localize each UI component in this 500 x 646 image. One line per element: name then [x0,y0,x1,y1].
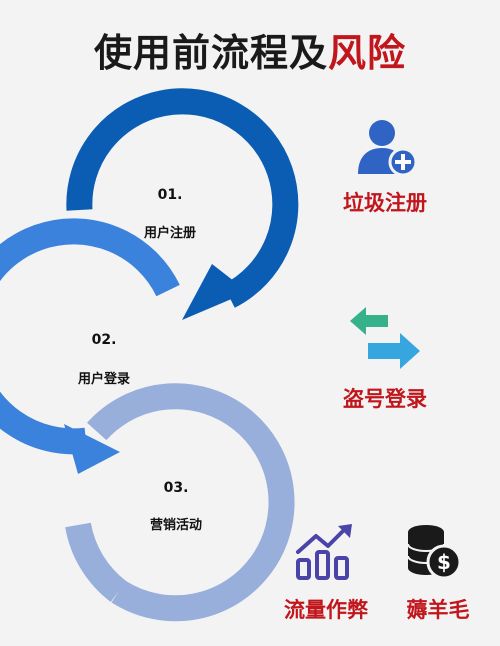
step-2-number: 02. [91,332,117,348]
coins-icon: $ [407,525,462,580]
ring-step-3-tail [65,522,127,602]
step-1-number: 01. [157,187,183,203]
risk-label-account-theft-login: 盗号登录 [343,387,427,411]
svg-text:$: $ [437,550,451,574]
step-1-label: 用户注册 [143,226,196,241]
traffic-chart-icon [296,524,352,580]
step-3-number: 03. [163,480,189,496]
risk-label-spam-registration: 垃圾注册 [343,191,427,215]
step-3-label: 营销活动 [149,518,202,533]
risk-label-traffic-fraud: 流量作弊 [284,598,368,622]
page-title: 使用前流程及风险 [0,22,500,77]
page-title-main: 使用前流程及 [93,31,328,75]
ring-step-1-arrowhead [182,264,248,320]
page-title-highlight: 风险 [328,31,407,75]
ring-step-2-arrowhead [64,424,120,474]
step-2-label: 用户登录 [77,372,130,387]
swap-arrows-icon [350,307,420,369]
ring-step-3 [87,383,295,622]
ring-step-1 [66,88,299,308]
ring-step-2 [0,218,180,455]
risk-label-coupon-abuse: 薅羊毛 [406,598,470,622]
add-user-icon [358,120,418,176]
